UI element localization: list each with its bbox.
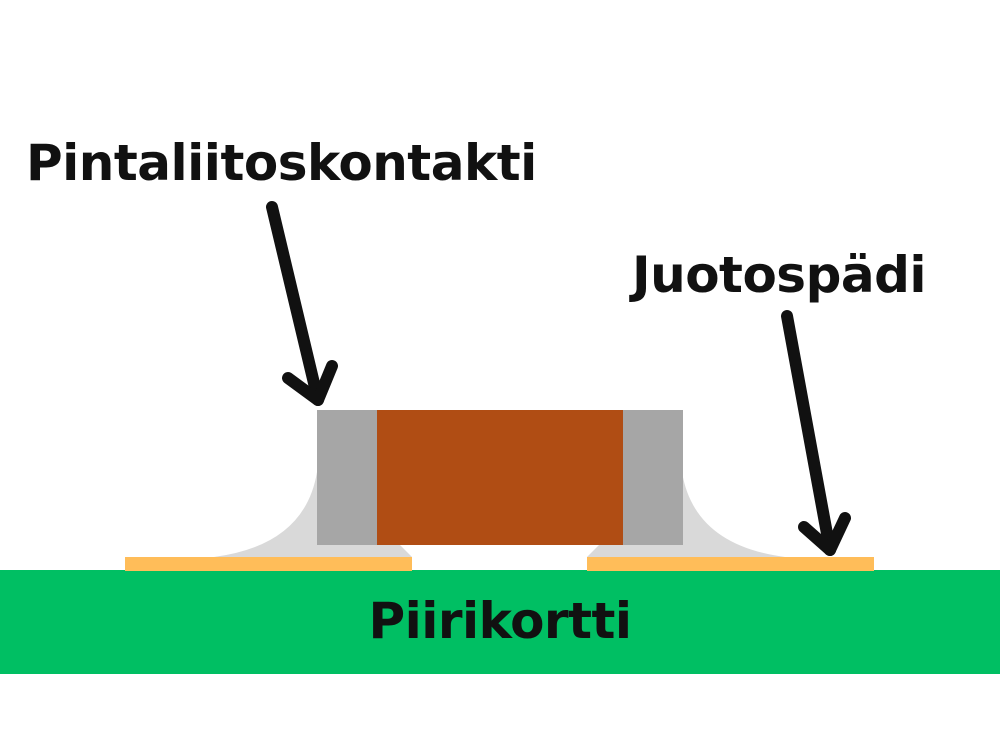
solder-fillet-right [587,472,785,557]
label-solder-pad: Juotospädi [632,246,927,304]
solder-pad-right [587,557,874,571]
arrow-pad [781,310,851,556]
circuit-board [0,570,1000,674]
label-surface-mount-contact: Pintaliitoskontakti [26,134,537,192]
solder-pad-left [125,557,412,571]
arrow-contact [266,201,338,406]
component-body [377,410,623,545]
solder-fillet-left [214,472,412,557]
component-terminal-left [317,410,377,545]
label-circuit-board: Piirikortti [368,592,632,650]
component-terminal-right [623,410,683,545]
